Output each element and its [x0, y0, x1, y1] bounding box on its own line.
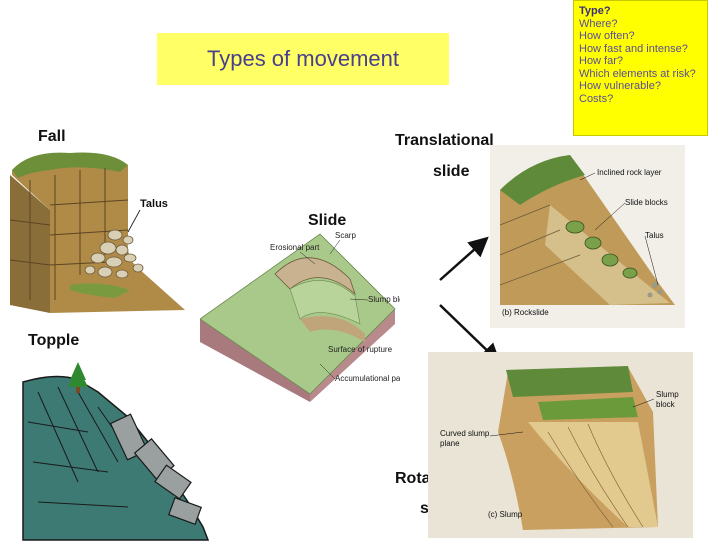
slide-diagram-svg: Erosional part Scarp Slump block Surface…: [200, 231, 400, 402]
slide-pointers: [299, 239, 369, 380]
question-item: Type?: [579, 5, 611, 17]
question-item: Which elements at risk?: [579, 67, 696, 80]
question-item: Costs?: [579, 92, 614, 105]
slide-rupture-surface: [300, 316, 365, 342]
slump-diagram-svg: Slump block Curved slump plane (c) Slump: [440, 366, 679, 530]
rockslide-talus: [647, 282, 663, 298]
slide-block-top: [200, 233, 396, 395]
topple-label: Topple: [28, 332, 80, 349]
slide-scarp-label: Scarp: [335, 231, 356, 240]
slide-slump-block: [289, 280, 361, 325]
slump-lines: [547, 423, 644, 528]
slump-curved-plane: [528, 422, 658, 527]
slide-block-front: [200, 319, 310, 402]
slide-label: Slide: [308, 212, 347, 229]
rockslide-diagram-svg: Inclined rock layer Slide blocks Talus (…: [499, 155, 675, 317]
page-title-text: Types of movement: [207, 46, 399, 71]
slump-block-label-1: Slump: [656, 390, 679, 399]
question-item: Where?: [579, 17, 618, 30]
slump-curved-label-1: Curved slump: [440, 429, 490, 438]
rockslide-caption: (b) Rockslide: [502, 308, 549, 317]
arrows: [439, 236, 501, 364]
topple-diagram-svg: [22, 362, 210, 541]
rockslide-blocks: [565, 220, 638, 279]
rockslide-layers: [499, 204, 581, 286]
slump-diagram: Slump block Curved slump plane (c) Slump: [428, 352, 693, 538]
slide-erosional-label: Erosional part: [270, 243, 320, 252]
rockslide-diagram: Inclined rock layer Slide blocks Talus (…: [490, 145, 685, 328]
fall-label: Fall: [38, 128, 66, 145]
slide-accumulational-label: Accumulational part: [335, 374, 400, 383]
slump-block-grass: [538, 397, 638, 420]
topple-tree-trunk: [76, 387, 80, 393]
fall-talus-pointer: [127, 209, 141, 233]
slide-block-right: [310, 309, 395, 402]
arrow-to-rotational: [439, 304, 501, 364]
topple-diagram: [18, 362, 218, 542]
topple-blocks: [109, 413, 203, 526]
slump-top-grass: [506, 366, 633, 397]
slump-pointers: [489, 398, 655, 437]
question-item: How often?: [579, 30, 635, 42]
translational-label-line2: slide: [433, 163, 470, 180]
slide-rupture-label: Surface of rupture: [328, 345, 393, 354]
fall-grass-patch: [70, 283, 130, 298]
slide-slump-block-label: Slump block: [368, 295, 400, 304]
fall-cliff-grass: [12, 152, 128, 178]
slide-scarp: [274, 257, 356, 296]
rockslide-talus-label: Talus: [645, 231, 664, 240]
rockslide-blocks-label: Slide blocks: [625, 198, 668, 207]
fall-talus-blocks: [84, 229, 144, 279]
slump-caption: (c) Slump: [488, 510, 523, 519]
fall-talus-label: Talus: [140, 198, 168, 210]
arrow-to-translational: [439, 236, 489, 281]
question-item: How fast and intense?: [579, 42, 688, 55]
page-title: Types of movement: [157, 33, 449, 85]
topple-tree-layer: [68, 367, 88, 387]
slide-diagram: Erosional part Scarp Slump block Surface…: [200, 224, 400, 404]
fall-diagram: Talus: [10, 150, 188, 315]
translational-label-line1: Translational: [395, 132, 494, 149]
question-item: How far?: [579, 55, 624, 67]
fall-diagram-svg: Talus: [10, 152, 185, 313]
rockslide-cliff: [500, 155, 675, 305]
rockslide-inclined-label: Inclined rock layer: [597, 168, 662, 177]
slump-block-label-2: block: [656, 400, 676, 409]
slump-curved-label-2: plane: [440, 439, 460, 448]
rockslide-pointers: [579, 172, 659, 286]
questions-box: Type? Where? How often? How fast and int…: [573, 0, 708, 136]
question-item: How vulnerable?: [579, 80, 661, 92]
rockslide-top-grass: [500, 155, 585, 205]
